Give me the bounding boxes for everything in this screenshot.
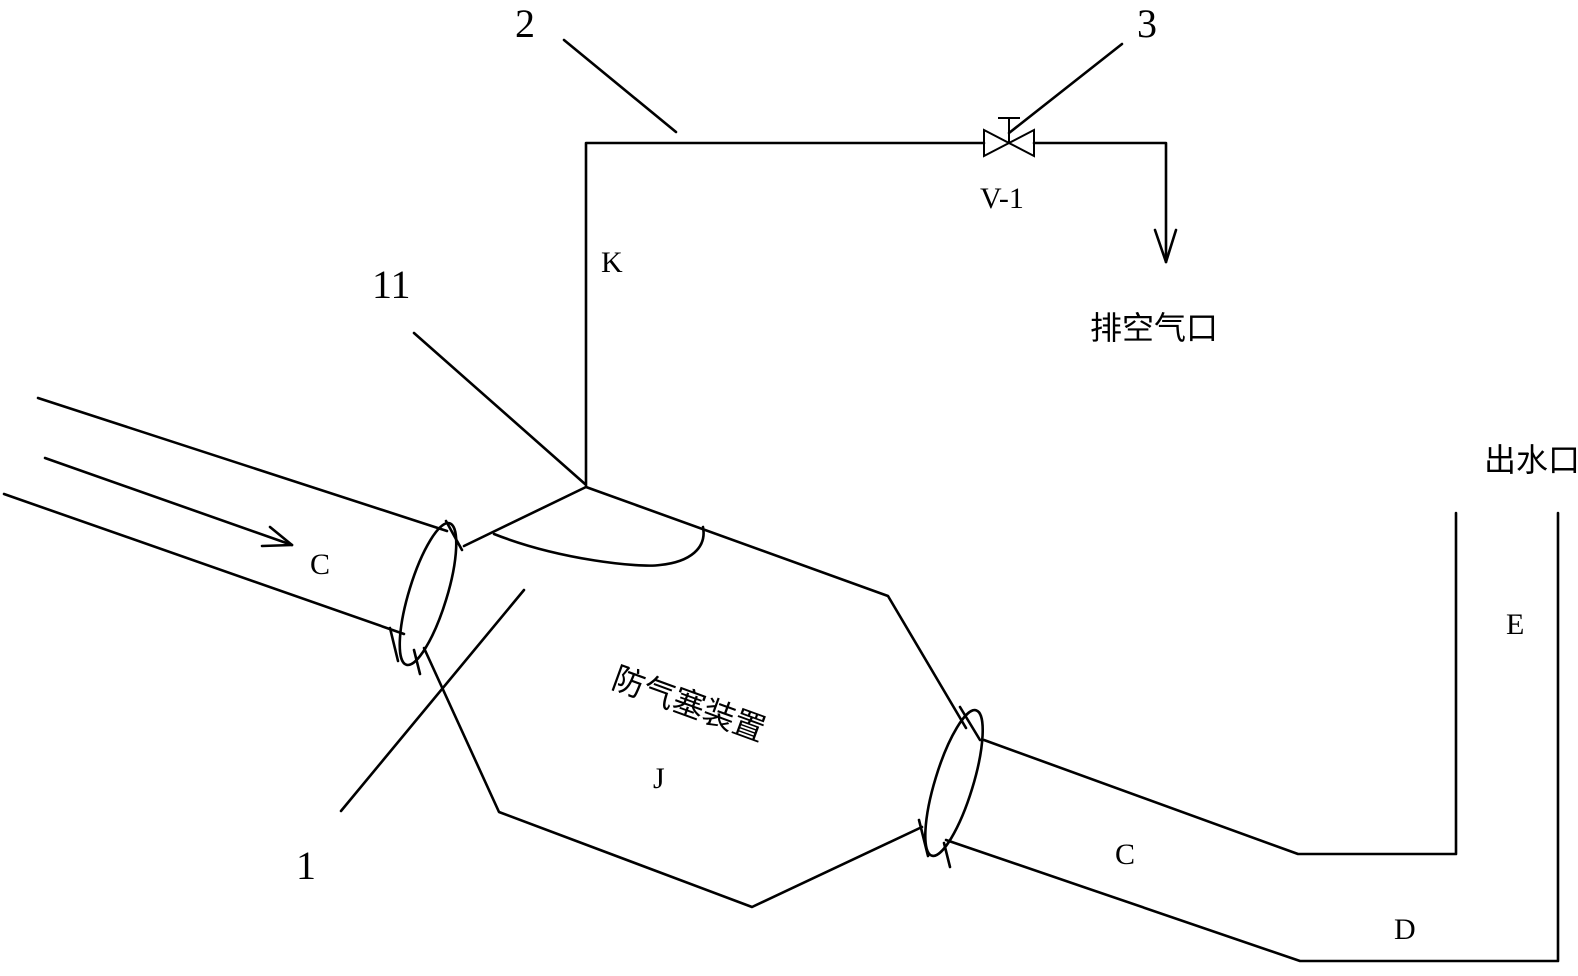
left-flange (388, 519, 464, 676)
label-device-j: J (653, 762, 665, 795)
label-pipe-c-inlet: C (310, 548, 330, 581)
label-vent: 排空气口 (1090, 309, 1218, 347)
label-pipe-k: K (601, 246, 623, 279)
label-part-2: 2 (515, 1, 535, 46)
valve-icon (983, 117, 1035, 158)
label-part-11: 11 (372, 262, 411, 307)
label-part-3: 3 (1137, 1, 1157, 46)
right-flange (917, 705, 985, 869)
label-device-name: 防气塞装置 (607, 659, 770, 749)
inlet-pipe (2, 396, 449, 636)
leader-lines (339, 38, 1124, 813)
label-part-1: 1 (296, 843, 316, 888)
airlock-device-body (422, 485, 968, 909)
label-pipe-d: D (1394, 913, 1416, 946)
label-pipe-c-outlet: C (1115, 838, 1135, 871)
label-outlet: 出水口 (1484, 441, 1578, 479)
vent-pipe (584, 141, 1178, 489)
label-valve: V-1 (980, 182, 1024, 215)
label-pipe-e: E (1506, 608, 1524, 641)
flow-arrow (43, 456, 294, 548)
outlet-pipe (944, 511, 1560, 963)
